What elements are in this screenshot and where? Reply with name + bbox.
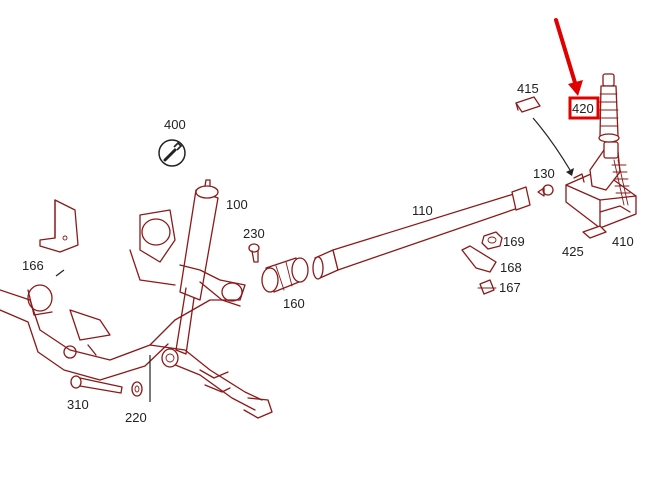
wrench-icon	[158, 139, 186, 167]
label-110: 110	[412, 203, 433, 218]
label-167: 167	[499, 280, 521, 295]
coupling-160	[261, 257, 309, 293]
leader-arrowhead	[566, 168, 574, 176]
label-160: 160	[283, 296, 305, 311]
screw-130	[537, 184, 554, 197]
red-arrow	[554, 18, 583, 96]
clamp-168	[461, 245, 497, 273]
bracket-166	[39, 199, 79, 253]
shock-absorber-100	[161, 179, 219, 368]
bracket-410	[565, 141, 637, 229]
highlight-box-420	[568, 96, 600, 120]
label-415: 415	[517, 81, 539, 96]
label-100: 100	[226, 197, 248, 212]
bolt-310	[70, 375, 123, 394]
label-420: 420	[572, 101, 594, 116]
label-166: 166	[22, 258, 44, 273]
rear-axle-subframe	[0, 209, 273, 419]
clip-425	[582, 225, 607, 239]
label-425: 425	[562, 244, 584, 259]
leader-lines	[55, 269, 151, 402]
leader-415-410	[532, 117, 571, 171]
label-220: 220	[125, 410, 147, 425]
clip-167	[477, 279, 497, 295]
label-130: 130	[533, 166, 555, 181]
label-169: 169	[503, 234, 525, 249]
bolt-230	[248, 243, 260, 263]
torsion-bar-110	[312, 186, 531, 280]
pad-415	[515, 96, 541, 113]
label-400: 400	[164, 117, 186, 132]
label-230: 230	[243, 226, 265, 241]
boot-420	[598, 73, 620, 143]
washer-220	[131, 381, 143, 397]
label-168: 168	[500, 260, 522, 275]
label-310: 310	[67, 397, 89, 412]
label-410: 410	[612, 234, 634, 249]
nut-169	[481, 231, 503, 250]
